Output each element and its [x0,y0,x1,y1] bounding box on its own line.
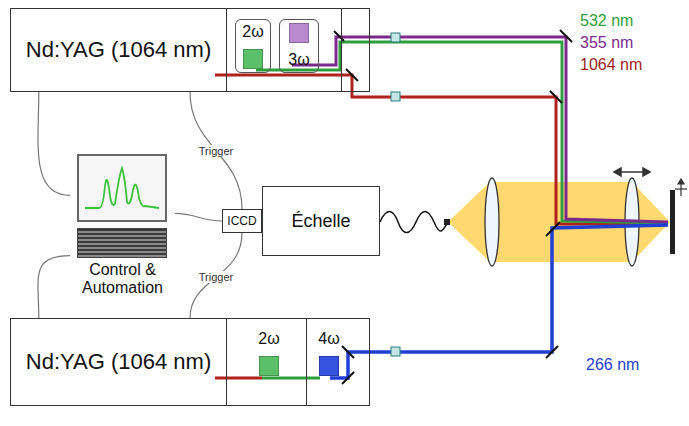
laser-label: Nd:YAG (1064 nm) [26,37,211,63]
spectrometer-box: Échelle [262,186,380,256]
compartment-divider [226,319,227,405]
compartment-divider [226,9,227,91]
translation-arrow [614,168,650,176]
monitor-screen [77,154,167,222]
label-area: Nd:YAG (1064 nm) [11,9,226,91]
wavelength-label: 355 nm [580,34,633,52]
box-label: ICCD [227,214,256,228]
laser-box: Nd:YAG (1064 nm) 2ω 4ω [10,318,370,406]
crystal-square [243,49,263,69]
laser-box: Nd:YAG (1064 nm) 2ω 3ω [10,8,370,92]
trigger-cable [38,92,70,195]
crystal-box: 3ω [279,19,319,73]
box-label: Échelle [291,211,350,232]
beam-1064 [215,377,262,380]
trigger-cable [175,213,222,221]
edge-label: Trigger [197,271,235,283]
trigger-cable [190,92,242,209]
edge-label: Trigger [197,145,235,157]
crystal-label: 3ω [288,51,309,69]
lens [485,178,499,266]
crystal-square [319,356,339,376]
polarizer-cubes [391,33,400,356]
spectrum-trace [79,156,165,220]
crystal-square [289,23,309,43]
crystal-label: 2ω [242,23,263,41]
compartment-divider [306,319,307,405]
data-panel [77,228,167,258]
trigger-cable [190,233,242,318]
sample-target [670,190,675,254]
detector-box: ICCD [222,209,262,233]
crystal-label: 4ω [318,330,339,348]
optical-fiber [380,212,448,233]
wavelength-label: 266 nm [586,356,639,374]
crystal-box: 2ω [235,19,271,73]
wavelength-label: 1064 nm [580,56,642,74]
fiber-tip [444,219,450,225]
trigger-cable [38,256,70,318]
compartment-divider [341,9,342,91]
crystal-box: 2ω [251,327,287,379]
computer-monitor: Control & Automation [70,150,175,301]
laser-label: Nd:YAG (1064 nm) [26,349,211,375]
label-area: Nd:YAG (1064 nm) [11,319,226,405]
crystal-square [259,356,279,376]
crystal-box: 4ω [311,327,347,379]
beam-532 [262,377,320,380]
beam-266 [330,225,668,378]
crystal-label: 2ω [258,330,279,348]
monitor-label: Control & Automation [70,261,175,297]
wavelength-label: 532 nm [580,12,633,30]
stage-arrows [675,179,687,196]
